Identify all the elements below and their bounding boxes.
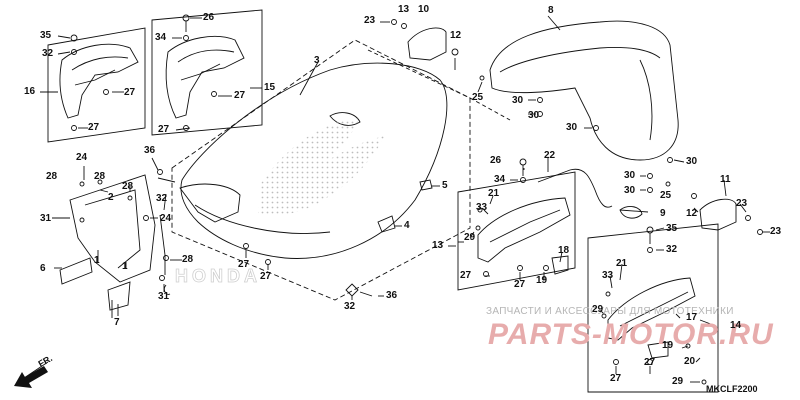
callout-21: 21 [616,258,628,269]
callout-30: 30 [686,156,698,167]
callout-33: 33 [602,270,614,281]
callout-28: 28 [94,171,106,182]
callout-36: 36 [386,290,398,301]
callout-27: 27 [610,373,622,384]
callout-27: 27 [88,122,100,133]
callout-9: 9 [660,208,666,219]
callout-34: 34 [155,32,167,43]
callout-31: 31 [158,291,170,302]
callout-27: 27 [644,357,656,368]
callout-27: 27 [460,270,472,281]
callout-26: 26 [490,155,502,166]
cable-22 [537,168,613,208]
grab-rail-15 [165,35,245,119]
trim-13 [477,197,571,263]
callout-31: 31 [40,213,52,224]
callout-6: 6 [40,263,46,274]
callout-25: 25 [660,190,672,201]
callout-14: 14 [730,320,742,331]
callout-35: 35 [666,223,678,234]
latch-hook [179,183,241,223]
callout-32: 32 [42,48,54,59]
callout-21: 21 [488,188,500,199]
box-13 [457,171,576,291]
callout-7: 7 [114,317,120,328]
callout-27: 27 [158,124,170,135]
pad-11 [699,198,737,231]
leader-lines [17,15,770,383]
callout-13: 13 [432,240,444,251]
trim-14 [607,277,696,341]
callout-22: 22 [544,150,556,161]
callout-27: 27 [514,279,526,290]
callout-30: 30 [624,170,636,181]
callout-27: 27 [124,87,136,98]
callout-8: 8 [548,5,554,16]
box-16 [47,27,146,143]
callout-16: 16 [24,86,36,97]
callout-17: 17 [686,312,698,323]
callout-27: 27 [234,90,246,101]
callout-18: 18 [558,245,570,256]
callout-30: 30 [512,95,524,106]
bracket-assembly [69,174,156,283]
callout-27: 27 [238,259,250,270]
callout-30: 30 [566,122,578,133]
grab-rail-16 [59,43,139,119]
callout-33: 33 [476,202,488,213]
callout-36: 36 [144,145,156,156]
callout-13: 13 [398,4,410,15]
watermark-text: ЗАПЧАСТИ И АКСЕССУАРЫ ДЛЯ МОТОТЕХНИКИ [486,306,734,317]
front-arrow-icon [14,366,48,388]
callout-15: 15 [264,82,276,93]
seat-3 [180,62,448,259]
box-14 [587,223,719,393]
callout-5: 5 [442,180,448,191]
callout-29: 29 [592,304,604,315]
seat-box [171,39,471,301]
callout-29: 29 [672,376,684,387]
callout-25: 25 [472,92,484,103]
honda-watermark: HONDA [175,266,261,286]
callout-28: 28 [182,254,194,265]
dashed-leader [367,49,471,99]
callout-29: 29 [464,232,476,243]
wing-watermark [258,118,385,216]
callout-32: 32 [344,301,356,312]
callout-3: 3 [314,55,320,66]
callout-34: 34 [494,174,506,185]
callout-23: 23 [770,226,782,237]
callout-30: 30 [528,110,540,121]
callout-20: 20 [684,356,696,367]
callout-26: 26 [203,12,215,23]
callout-4: 4 [404,220,410,231]
callout-19: 19 [662,340,674,351]
diagram-code: MKCLF2200 [706,384,758,394]
watermark-logo: PARTS-MOTOR.RU [488,318,774,351]
callout-1: 1 [94,255,100,266]
callout-28: 28 [122,181,134,192]
backrest-8 [489,20,679,161]
box-15 [151,9,263,136]
callout-23: 23 [364,15,376,26]
callout-10: 10 [418,4,430,15]
callout-12: 12 [686,208,698,219]
callout-2: 2 [108,192,114,203]
callout-23: 23 [736,198,748,209]
callout-35: 35 [40,30,52,41]
fasteners [70,14,763,385]
callout-32: 32 [666,244,678,255]
callout-1: 1 [122,261,128,272]
callout-32: 32 [156,193,168,204]
callout-28: 28 [46,171,58,182]
callout-11: 11 [720,174,731,185]
callout-19: 19 [536,275,548,286]
callout-27: 27 [260,271,272,282]
callout-24: 24 [76,152,88,163]
callout-24: 24 [160,213,172,224]
callout-12: 12 [450,30,462,41]
callout-30: 30 [624,185,636,196]
pad-10 [407,27,447,61]
